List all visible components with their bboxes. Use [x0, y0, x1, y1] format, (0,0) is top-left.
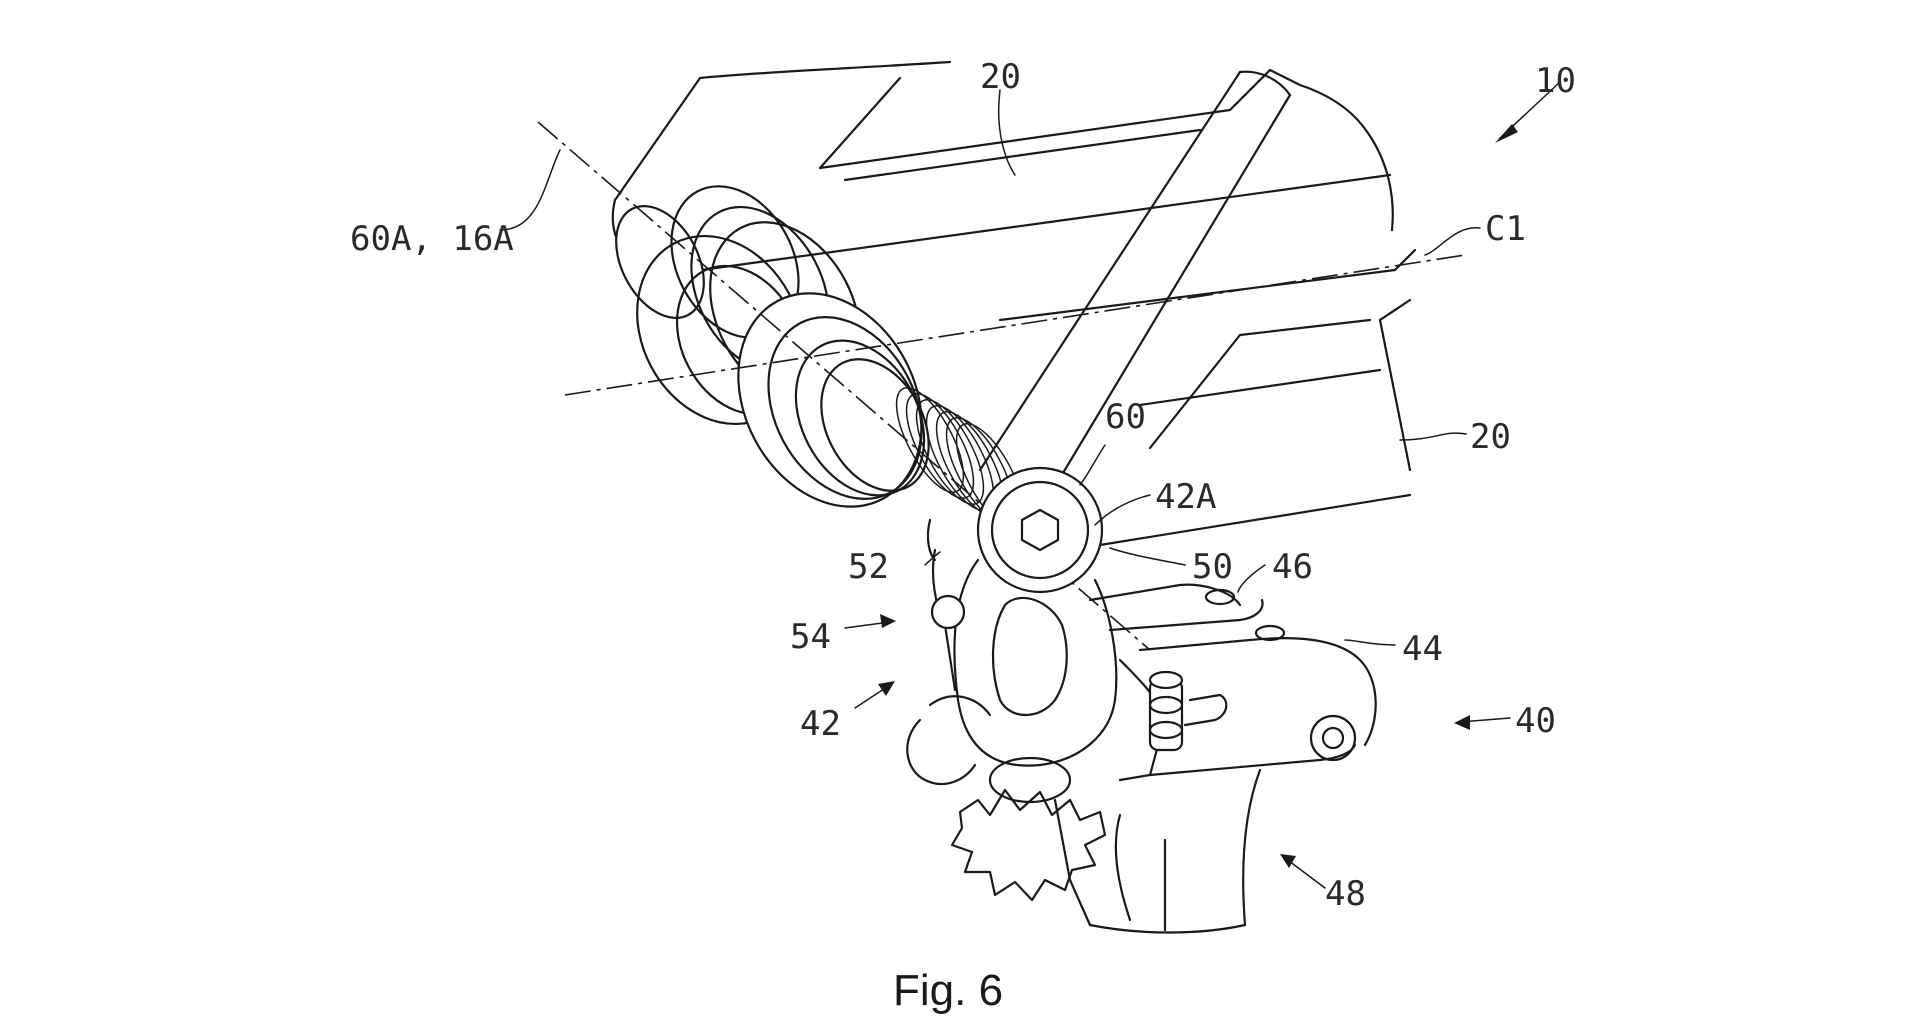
- label-20-upper: 20: [980, 57, 1021, 97]
- label-46: 46: [1272, 547, 1313, 587]
- axle-assembly: [615, 185, 1025, 529]
- link-arm: [978, 70, 1292, 480]
- label-40: 40: [1515, 701, 1556, 741]
- label-44: 44: [1402, 629, 1443, 669]
- leader-lines: [499, 81, 1561, 889]
- label-10: 10: [1535, 61, 1576, 101]
- label-60: 60: [1105, 397, 1146, 437]
- label-54: 54: [790, 617, 831, 657]
- pivot-boss: [976, 466, 1104, 594]
- center-axis-c1: [564, 254, 1466, 396]
- reference-labels: 10 20 60A, 16A C1 20 60 42A 52 50 46 54 …: [350, 57, 1576, 914]
- label-42: 42: [800, 704, 841, 744]
- hex-bolt-icon: [1020, 508, 1060, 552]
- label-50: 50: [1192, 547, 1233, 587]
- label-c1: C1: [1485, 209, 1526, 249]
- label-52: 52: [848, 547, 889, 587]
- coil-spring: [895, 387, 1025, 529]
- bracket-body: [906, 518, 1377, 934]
- label-42a: 42A: [1155, 477, 1216, 517]
- label-20-lower: 20: [1470, 417, 1511, 457]
- label-48: 48: [1325, 874, 1366, 914]
- frame-tube-lower: [998, 248, 1417, 547]
- figure-caption: Fig. 6: [893, 966, 1003, 1015]
- label-60a-16a: 60A, 16A: [350, 219, 514, 259]
- gear-icon: [950, 756, 1107, 902]
